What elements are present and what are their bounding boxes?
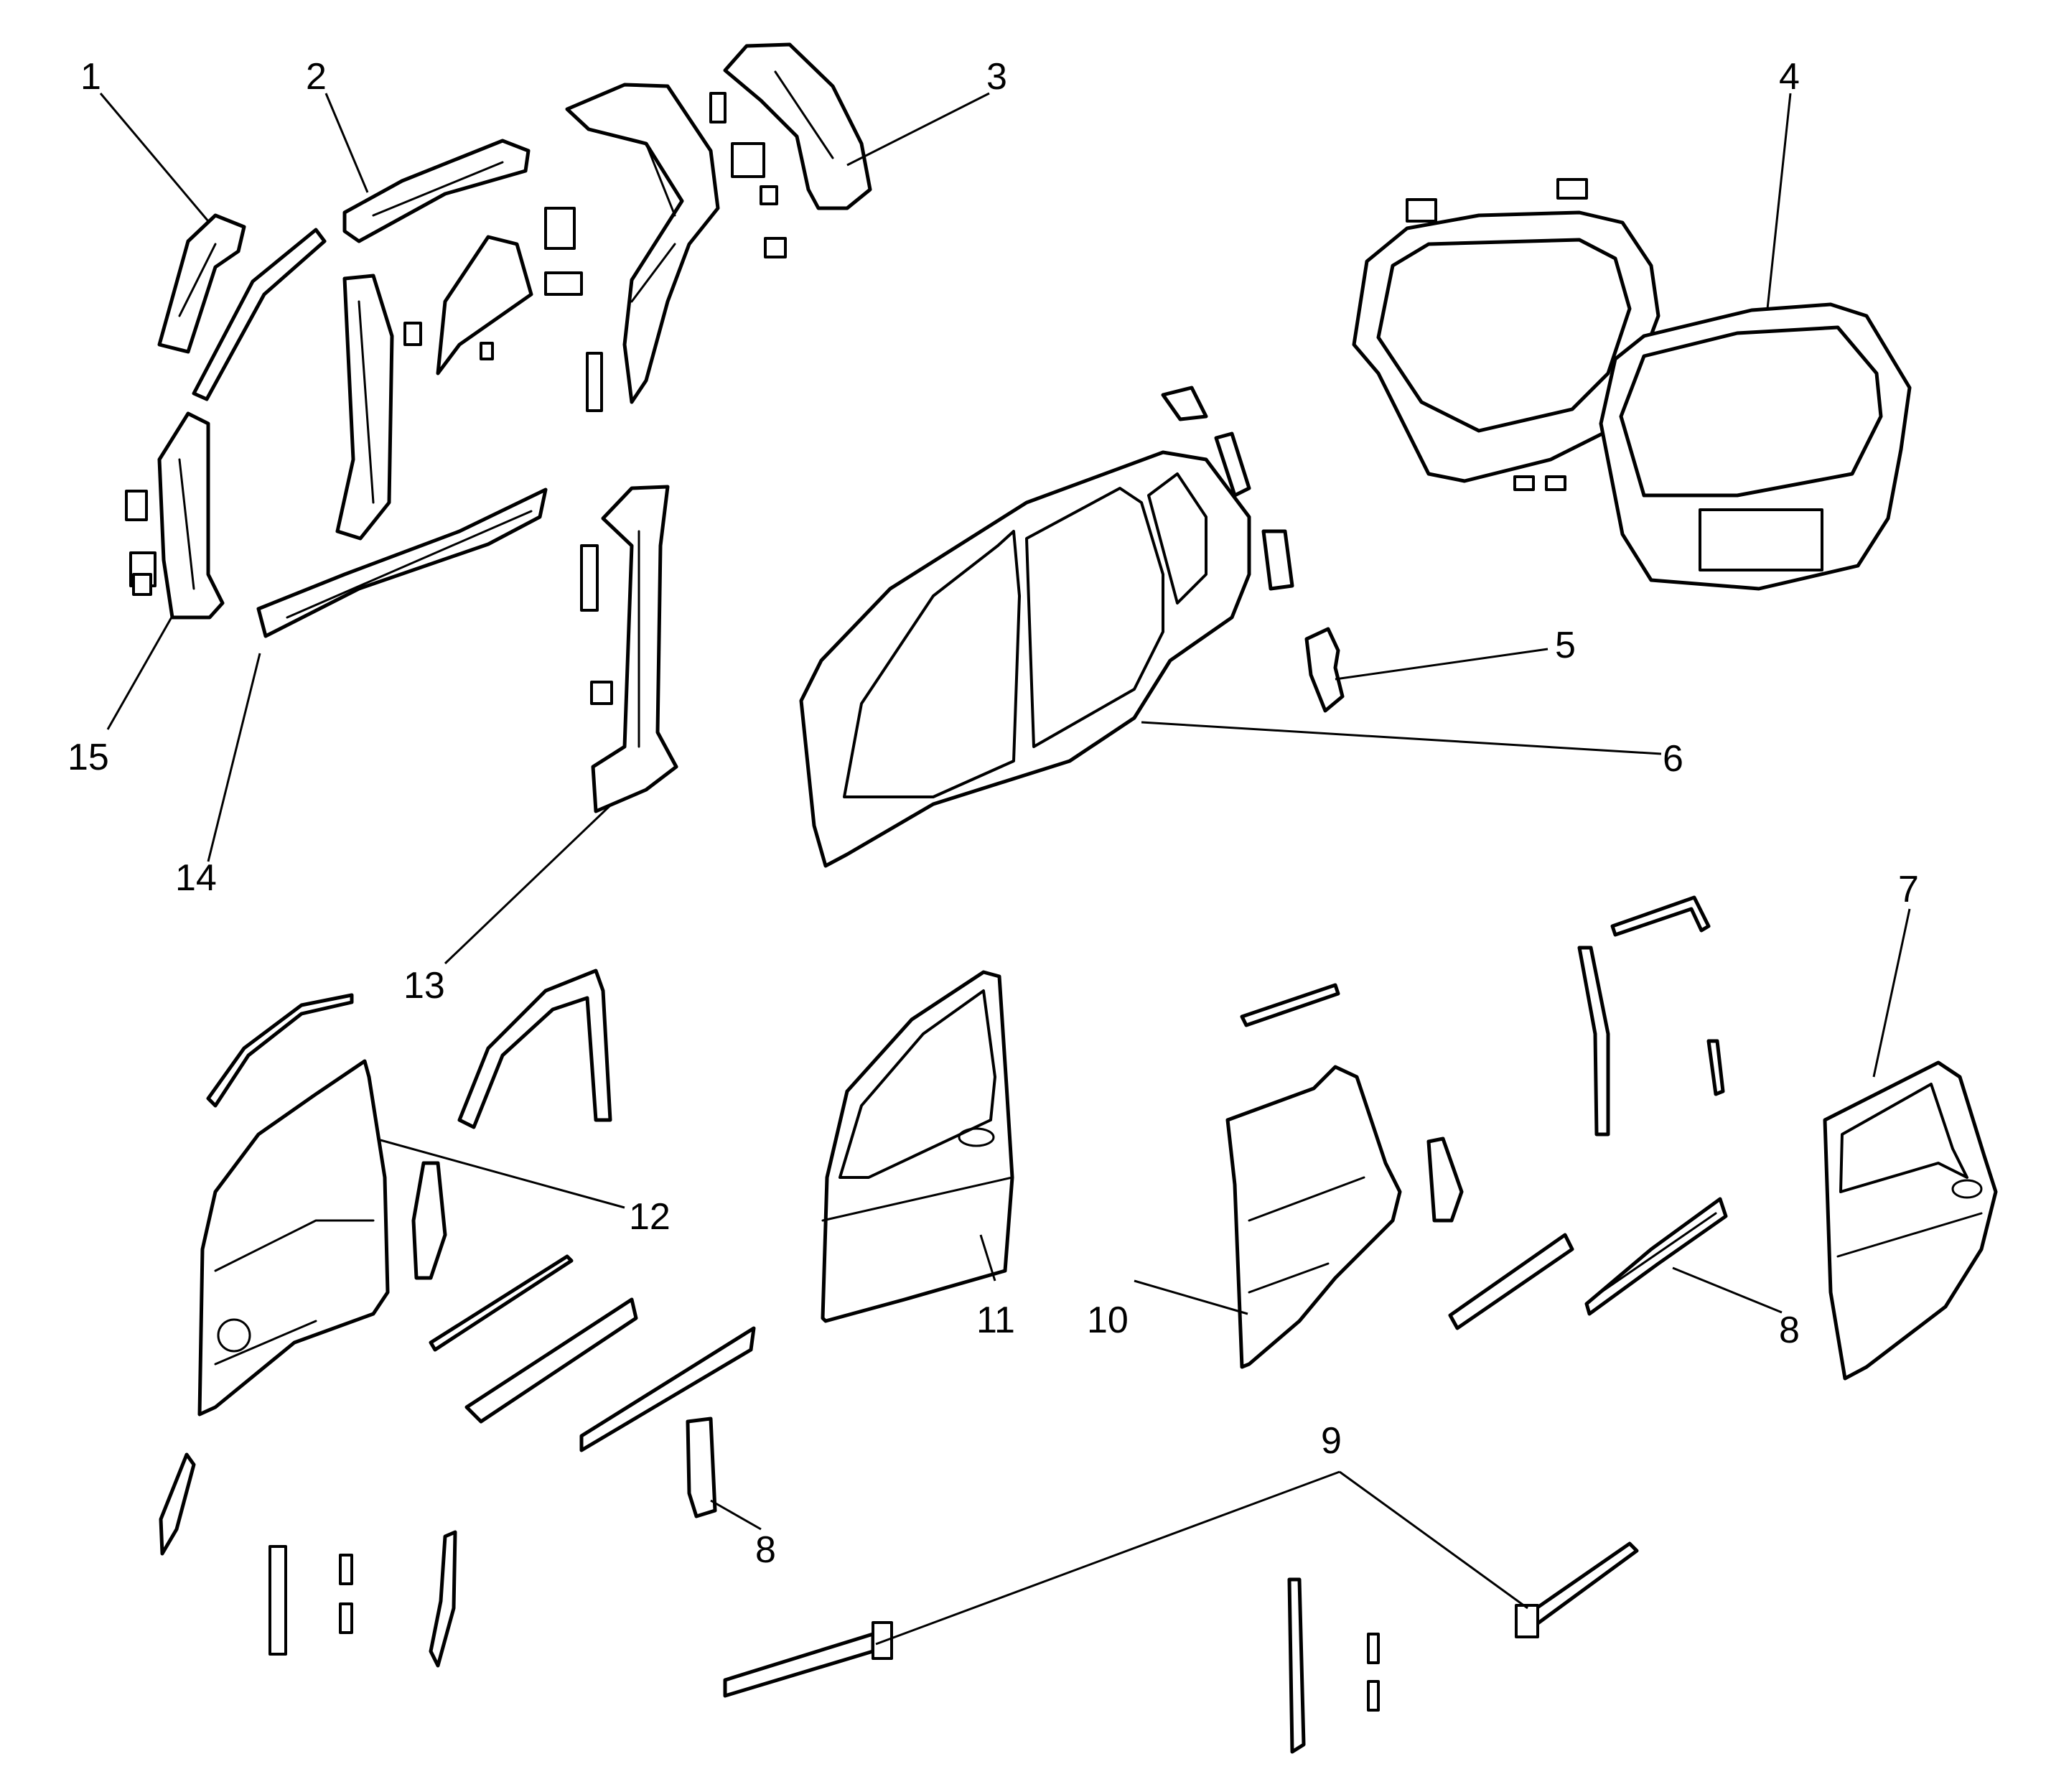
part-13-b-pillar-outer [580,485,678,813]
part-4-liftgate-outer [1599,302,1912,591]
leader-lines [99,92,1911,1646]
callout-5: 5 [1555,625,1576,666]
callout-12: 12 [629,1196,671,1238]
rear-door-hinge-bracket [1426,1137,1464,1223]
part-9-front-door-rod [723,1621,893,1698]
callout-15: 15 [67,737,109,778]
callout-numbers: 1 2 3 4 5 6 7 8 8 9 10 11 12 13 14 15 [67,56,1919,1571]
callout-8-rear: 8 [1779,1310,1800,1351]
part-11-front-door-outer [821,970,1014,1323]
part-12-front-door-inner [197,1059,390,1417]
callout-6: 6 [1663,738,1683,780]
callout-9: 9 [1321,1420,1342,1462]
part-8-front-bracket [686,1417,717,1518]
part-3-rear-wheelhouse [723,42,872,210]
callout-1: 1 [80,56,101,98]
part-9-rear-door-rod [1515,1541,1639,1638]
part-7-rear-door-outer [1823,1060,1998,1381]
callout-10: 10 [1087,1299,1129,1341]
quarter-window-trims [1161,386,1294,591]
callout-3: 3 [986,56,1007,98]
callout-2: 2 [306,56,327,98]
callout-11: 11 [976,1299,1015,1341]
callout-13: 13 [403,965,445,1007]
b-pillar-inner [335,274,394,541]
part-5-bracket [1304,627,1345,713]
door-hinge-brackets [411,1161,447,1280]
liftgate-inner-frame [1352,178,1660,491]
part-6-body-side-outer [799,450,1251,868]
part-2-roof-rail [342,139,531,243]
quarter-inner-panel [565,83,787,412]
front-door-small-parts [159,1452,457,1668]
front-door-window-channels [206,969,612,1129]
callout-7: 7 [1898,869,1919,910]
rear-door-belt-strips [1448,1233,1574,1330]
part-8-rear-bracket [1584,1197,1728,1316]
rear-door-strips [1240,895,1725,1137]
part-15-a-pillar-lower [125,411,225,620]
front-door-belt-strips [429,1254,756,1452]
windshield-rail-strip [192,228,327,401]
rear-door-lower-parts [1287,1577,1380,1754]
callout-14: 14 [175,857,217,899]
part-14-rocker-panel [256,487,548,638]
callout-4: 4 [1779,56,1800,98]
callout-8-front: 8 [755,1529,776,1571]
part-10-rear-door-inner [1225,1065,1402,1369]
small-brackets-center [403,207,583,375]
part-1-pillar-bracket [157,213,246,354]
